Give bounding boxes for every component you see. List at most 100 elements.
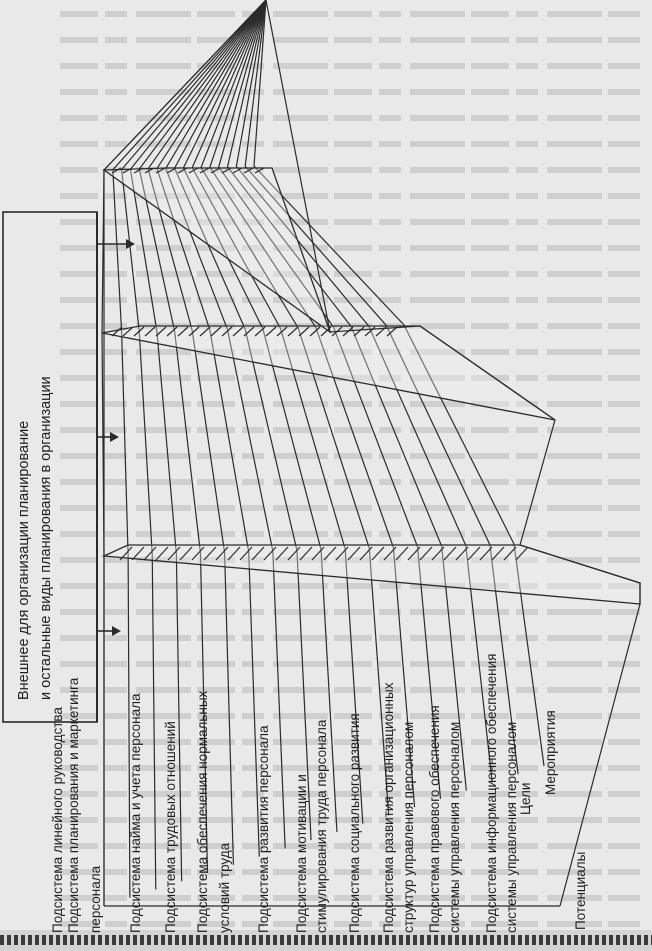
fan-line — [112, 0, 267, 898]
hatch-line — [364, 326, 376, 337]
hatch-line — [254, 326, 266, 337]
fan-line — [121, 0, 267, 890]
hatch-line — [386, 326, 398, 337]
hatch-line — [227, 546, 241, 561]
fan-line — [156, 0, 267, 857]
arrow-head-2 — [110, 432, 119, 442]
subsystem-9-line-2: структур управления персоналом — [401, 722, 416, 933]
hatch-line — [251, 546, 265, 561]
hatch-line — [210, 326, 222, 337]
level-label-1: Цели — [518, 783, 533, 815]
subsystem-2-line-2: персонала — [88, 865, 103, 933]
subsystem-5-line-2: условий труда — [217, 842, 232, 933]
subsystem-1-line-1: Подсистема линейного руководства — [50, 707, 65, 933]
hatch-line — [215, 546, 229, 561]
hatch-line — [199, 326, 211, 337]
subsystem-3-line-1: Подсистема найма и учета персонала — [128, 693, 143, 933]
hatch-line — [342, 326, 354, 337]
hatch-line — [479, 546, 493, 561]
hatch-line — [239, 546, 253, 561]
hatch-line — [133, 326, 145, 337]
hatch-line — [232, 326, 244, 337]
hatch-line — [111, 326, 123, 337]
hatch-line — [167, 546, 181, 561]
hatch-line — [431, 546, 445, 561]
arrow-head-1 — [126, 239, 135, 249]
hatch-line — [119, 546, 133, 561]
hatch-line — [111, 167, 122, 174]
hatch-line — [299, 546, 313, 561]
hatch-line — [232, 167, 243, 174]
fan-line — [147, 0, 267, 865]
hatch-line — [419, 546, 433, 561]
hatch-line — [287, 546, 301, 561]
hatch-line — [188, 326, 200, 337]
hatch-line — [243, 326, 255, 337]
hatch-line — [210, 167, 221, 174]
fan-line — [173, 0, 312, 841]
fan-line — [129, 0, 267, 882]
hatch-line — [503, 546, 517, 561]
hatch-line — [133, 167, 144, 174]
arrow-head-3 — [112, 626, 121, 636]
subsystem-5-line-1: Подсистема обеспечения нормальных — [195, 690, 210, 933]
level-label-3: Потенциалы — [573, 852, 588, 930]
level-label-2: Мероприятия — [543, 710, 558, 795]
tier-face-top — [102, 167, 332, 334]
hatch-line — [515, 546, 529, 561]
hatch-line — [383, 546, 397, 561]
hatch-line — [335, 546, 349, 561]
hatch-line — [188, 167, 199, 174]
hatch-line — [177, 326, 189, 337]
hatch-line — [122, 326, 134, 337]
subsystem-2-line-1: Подсистема планирования и маркетинга — [66, 677, 81, 933]
hatch-line — [203, 546, 217, 561]
hatch-line — [359, 546, 373, 561]
hatch-line — [177, 167, 188, 174]
hatch-line — [199, 167, 210, 174]
hatch-line — [443, 546, 457, 561]
hatch-line — [298, 326, 310, 337]
hatch-line — [467, 546, 481, 561]
subsystem-10-line-2: системы управления персоналом — [447, 722, 462, 933]
hatch-line — [309, 326, 321, 337]
hatch-line — [265, 326, 277, 337]
fan-line — [191, 0, 364, 824]
hatch-line — [166, 167, 177, 174]
hatch-line — [491, 546, 505, 561]
hatch-line — [287, 326, 299, 337]
outer-box-text-1: Внешнее для организации планирование — [16, 421, 32, 700]
hatch-line — [395, 546, 409, 561]
hatch-line — [131, 546, 145, 561]
fan-line — [200, 0, 390, 816]
hatch-line — [276, 326, 288, 337]
subsystem-11-line-1: Подсистема информационного обеспечения — [484, 654, 499, 933]
fan-line — [218, 0, 442, 799]
subsystem-10-line-1: Подсистема правового обеспечения — [427, 705, 442, 933]
hatch-line — [254, 167, 265, 174]
hatch-line — [275, 546, 289, 561]
background-page-texture — [60, 11, 640, 927]
tier-face-bottom — [101, 544, 641, 605]
outer-box-text-2: и остальные виды планирования в организа… — [38, 376, 54, 700]
subsystem-7-line-1: Подсистема мотивации и — [294, 774, 309, 933]
fan-line — [138, 0, 267, 874]
pyramid-right-edge — [265, 0, 641, 907]
subsystem-4-line-1: Подсистема трудовых отношений — [163, 721, 178, 933]
arrows — [97, 239, 135, 636]
hatch-line — [353, 326, 365, 337]
hatch-line — [166, 326, 178, 337]
subsystem-9-line-1: Подсистема развития организационных — [381, 682, 396, 933]
hatch-line — [191, 546, 205, 561]
hatch-line — [155, 326, 167, 337]
fan-line — [165, 0, 286, 849]
hatch-line — [143, 546, 157, 561]
hatch-line — [407, 546, 421, 561]
hatch-line — [455, 546, 469, 561]
hatch-line — [323, 546, 337, 561]
hatch-line — [371, 546, 385, 561]
hatch-line — [221, 167, 232, 174]
fan-line — [253, 0, 545, 767]
